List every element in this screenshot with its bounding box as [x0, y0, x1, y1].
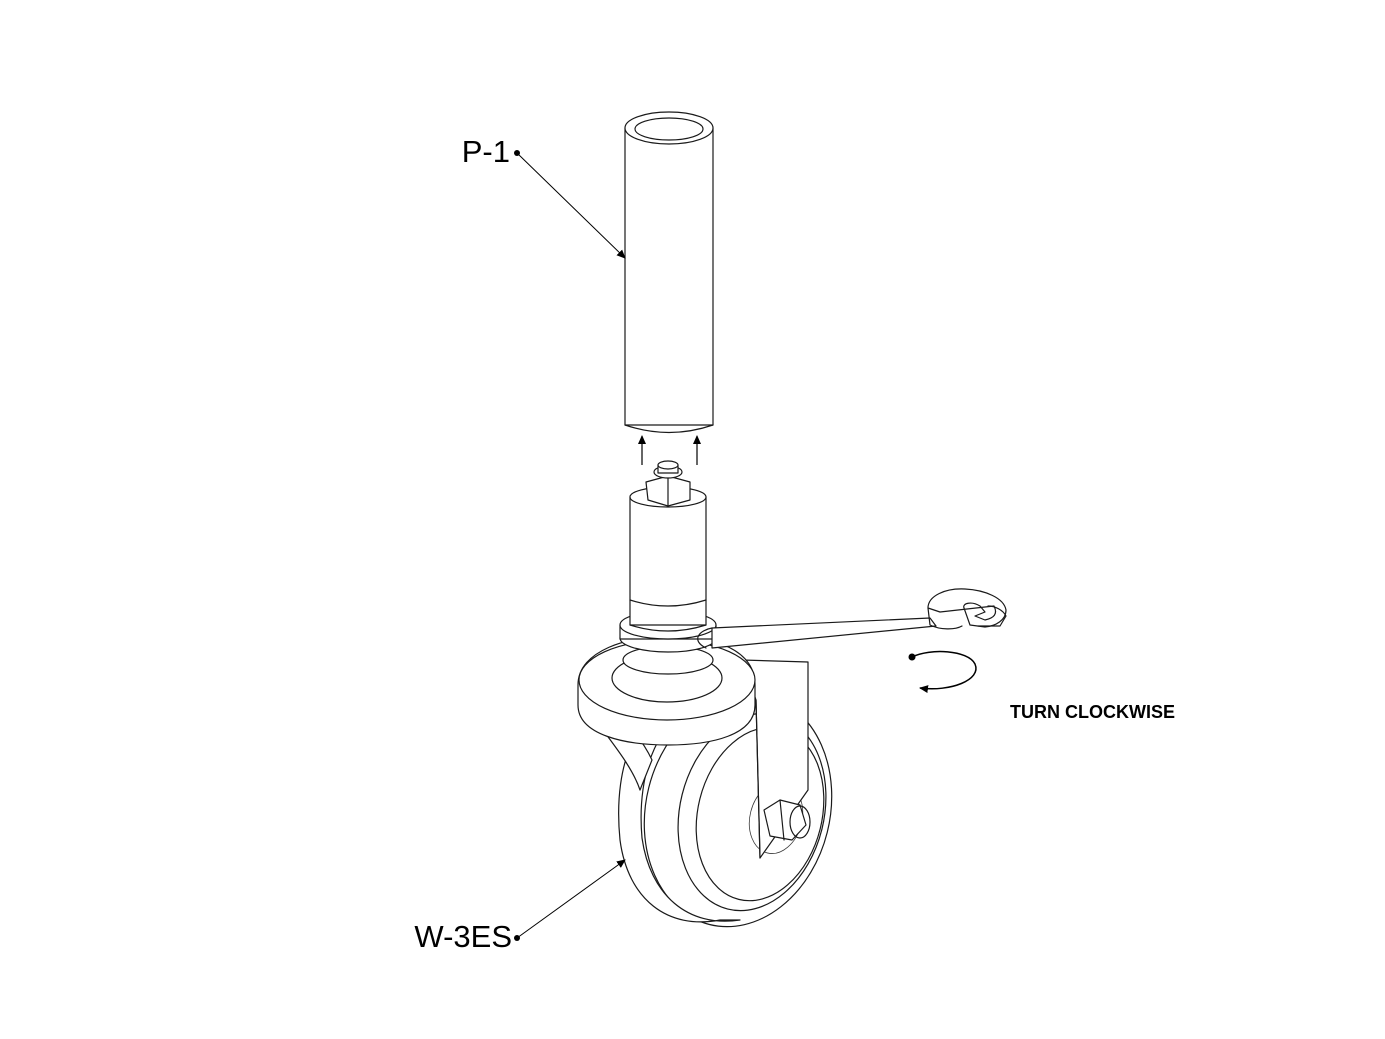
callout-w3es-leader: [514, 859, 626, 941]
callout-p1-leader: [514, 150, 626, 259]
axle-nut: [763, 799, 811, 841]
up-arrow-icon: [638, 435, 701, 465]
pipe-p1: [624, 111, 714, 434]
wrench-icon: [697, 588, 1007, 649]
caster-stem: [619, 460, 717, 675]
stem-nut: [645, 460, 691, 507]
label-w3es: W-3ES: [414, 919, 512, 954]
clockwise-arrow-icon: [908, 650, 977, 694]
label-turn-clockwise: TURN CLOCKWISE: [1010, 702, 1175, 722]
label-p1: P-1: [462, 134, 510, 169]
